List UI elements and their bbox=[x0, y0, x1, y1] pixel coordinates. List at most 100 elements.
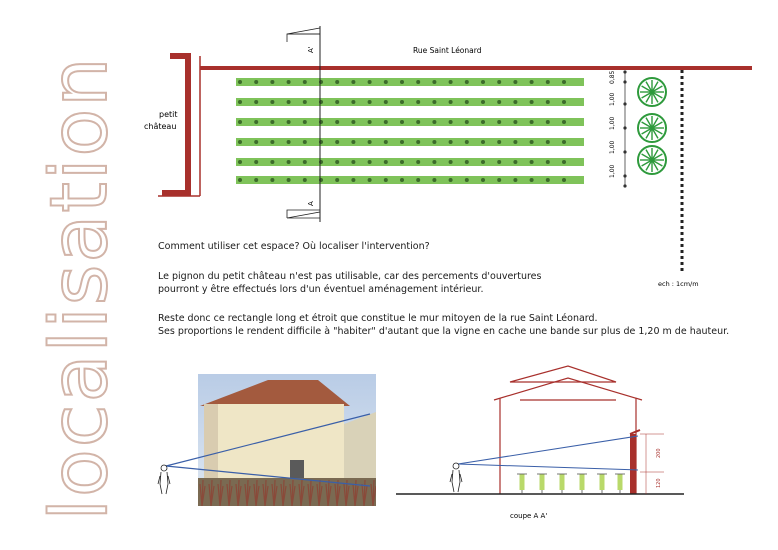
vine-plant bbox=[367, 178, 372, 182]
vine-plant bbox=[545, 160, 550, 164]
vine-plant bbox=[302, 160, 307, 164]
photo-sight-line-upper bbox=[165, 413, 371, 467]
scale-label: ech : 1cm/m bbox=[658, 280, 699, 288]
vine-plant bbox=[335, 80, 340, 84]
site-plan: petit château Rue Saint Léonard A' A 0,8… bbox=[144, 26, 752, 288]
section-vine-post bbox=[577, 473, 587, 494]
vine-plant bbox=[529, 80, 534, 84]
vine-plant bbox=[351, 140, 356, 144]
vine-plant bbox=[416, 140, 421, 144]
vine-plant bbox=[254, 120, 259, 124]
vine-plant bbox=[400, 80, 404, 84]
section-house bbox=[493, 365, 643, 494]
dimension-tick bbox=[623, 150, 627, 154]
tree-icon bbox=[637, 113, 667, 143]
vine-plant bbox=[286, 178, 291, 182]
vine-plant bbox=[238, 160, 242, 164]
vine-row bbox=[236, 158, 584, 166]
vine-plant bbox=[400, 100, 404, 104]
vine-plant bbox=[464, 140, 469, 144]
photo-vine bbox=[289, 479, 296, 506]
vine-plant bbox=[302, 178, 307, 182]
vine-plant bbox=[254, 178, 259, 182]
vine-plant bbox=[562, 80, 566, 84]
para1-line1: Le pignon du petit château n'est pas uti… bbox=[158, 271, 542, 282]
vine-plant bbox=[351, 160, 356, 164]
vine-row bbox=[236, 78, 584, 86]
tree-icon bbox=[637, 145, 667, 175]
section-sight-line-upper bbox=[457, 435, 639, 465]
photo-illustration bbox=[198, 374, 376, 506]
vine-plant bbox=[302, 100, 307, 104]
trees bbox=[637, 77, 667, 175]
spacing-label-2: 1,00 bbox=[609, 92, 616, 106]
para1-line2: pourront y être effectués lors d'un éven… bbox=[158, 284, 484, 295]
photo-vine bbox=[253, 479, 260, 506]
vine-plant bbox=[400, 120, 404, 124]
vine-plant bbox=[432, 100, 437, 104]
vine-plant bbox=[545, 140, 550, 144]
vine-plant bbox=[481, 140, 485, 144]
vine-plant bbox=[481, 120, 485, 124]
vine-plant bbox=[464, 80, 469, 84]
vine-plant bbox=[270, 120, 275, 124]
vine-plant bbox=[383, 120, 388, 124]
vine-plant bbox=[238, 140, 242, 144]
vine-plant bbox=[497, 100, 502, 104]
vine-plant bbox=[513, 178, 518, 182]
vine-plant bbox=[270, 178, 275, 182]
vine-plant bbox=[562, 160, 566, 164]
vine-plant bbox=[383, 100, 388, 104]
photo-vine bbox=[244, 479, 251, 506]
vine-plant bbox=[367, 140, 372, 144]
photo-vine bbox=[271, 479, 278, 506]
photo-vine bbox=[208, 479, 215, 506]
photo-vine bbox=[262, 479, 269, 506]
section-vine-post bbox=[517, 473, 527, 494]
vine-plant bbox=[367, 80, 372, 84]
photo-vine bbox=[217, 479, 224, 506]
vine-plant bbox=[383, 160, 388, 164]
vine-plant bbox=[448, 178, 453, 182]
vine-plant bbox=[448, 160, 453, 164]
vine-plant bbox=[351, 100, 356, 104]
section-caption: coupe A A' bbox=[510, 512, 547, 520]
vine-row bbox=[236, 118, 584, 126]
vine-plant bbox=[416, 160, 421, 164]
dimension-tick bbox=[623, 102, 627, 106]
section-vine-post bbox=[557, 473, 567, 494]
photo-vine bbox=[307, 479, 314, 506]
vine-plant bbox=[562, 178, 566, 182]
vine-rows bbox=[236, 78, 584, 184]
vine-plant bbox=[383, 178, 388, 182]
vine-plant bbox=[367, 160, 372, 164]
chateau-label-2: château bbox=[144, 122, 176, 131]
dimension-tick bbox=[623, 70, 627, 74]
vine-plant bbox=[238, 100, 242, 104]
dimension-tick bbox=[623, 184, 627, 188]
vine-plant bbox=[351, 120, 356, 124]
person-figure-left bbox=[157, 464, 171, 495]
photo-vine bbox=[199, 479, 206, 506]
vine-plant bbox=[497, 178, 502, 182]
person-figure-right bbox=[449, 462, 463, 493]
vine-plant bbox=[416, 80, 421, 84]
vine-plant bbox=[497, 120, 502, 124]
vine-plant bbox=[448, 140, 453, 144]
section-vine-post bbox=[597, 473, 607, 494]
vine-plant bbox=[464, 178, 469, 182]
dimension-tick bbox=[623, 174, 627, 178]
photo-vine bbox=[334, 479, 341, 506]
dimension-ticks bbox=[623, 70, 627, 188]
vine-plant bbox=[416, 120, 421, 124]
vine-plant bbox=[497, 80, 502, 84]
chateau-label-1: petit bbox=[159, 110, 178, 119]
vine-plant bbox=[464, 100, 469, 104]
vine-plant bbox=[286, 80, 291, 84]
vine-plant bbox=[448, 100, 453, 104]
vine-plant bbox=[335, 120, 340, 124]
vine-row bbox=[236, 138, 584, 146]
vine-plant bbox=[367, 120, 372, 124]
vine-plant bbox=[513, 80, 518, 84]
vine-plant bbox=[513, 120, 518, 124]
